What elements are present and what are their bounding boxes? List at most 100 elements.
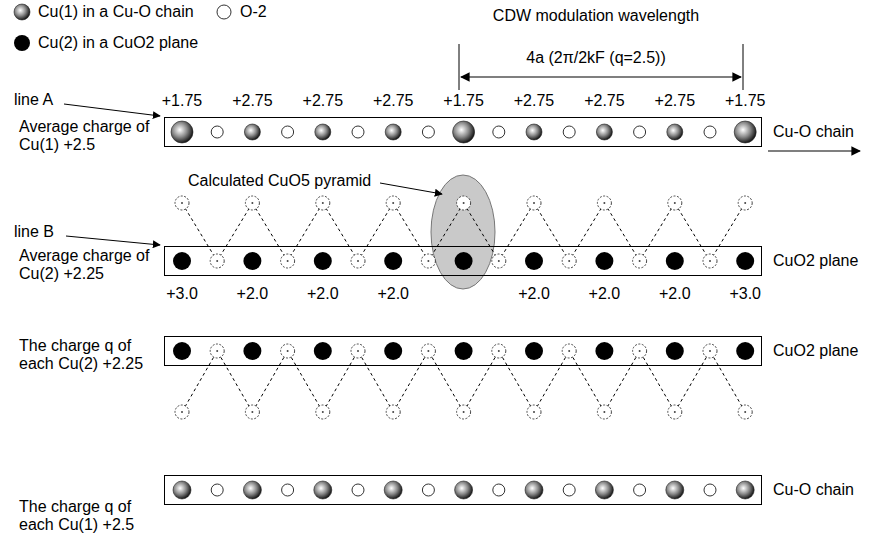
plane-copper-atom bbox=[595, 342, 613, 360]
oxygen-atom bbox=[527, 196, 541, 210]
plane-copper-atom bbox=[736, 342, 754, 360]
figure-heading: CDW modulation wavelength bbox=[493, 7, 699, 25]
pyramid-bond bbox=[569, 203, 604, 261]
chain-copper-atom bbox=[453, 121, 475, 143]
pyramid-bond bbox=[217, 203, 252, 261]
legend-symbol bbox=[217, 5, 231, 19]
charge-value: +2.75 bbox=[303, 92, 343, 110]
oxygen-dot bbox=[639, 260, 641, 262]
oxygen-atom bbox=[210, 344, 224, 358]
oxygen-atom bbox=[282, 126, 294, 138]
chain-copper-atom bbox=[385, 124, 401, 140]
chain-copper-atom bbox=[596, 124, 612, 140]
band-name: CuO2 plane bbox=[773, 342, 858, 360]
oxygen-dot bbox=[287, 260, 289, 262]
pyramid-bond bbox=[393, 351, 428, 412]
atoms bbox=[171, 121, 756, 499]
charge-note: The charge q of each Cu(1) +2.5 bbox=[19, 498, 159, 535]
wavelength-label: 4a (2π/2kF (q=2.5)) bbox=[526, 49, 666, 67]
wavelength-arrow bbox=[461, 76, 741, 77]
oxygen-dot bbox=[251, 411, 253, 413]
oxygen-atom bbox=[422, 126, 434, 138]
oxygen-atom bbox=[704, 484, 716, 496]
wavelength-tick bbox=[743, 44, 744, 90]
pyramid-bond bbox=[182, 203, 217, 261]
pyramid-bond bbox=[675, 351, 710, 412]
pyramid-bond bbox=[569, 351, 604, 412]
plane-copper-atom bbox=[384, 252, 402, 270]
charge-value: +2.75 bbox=[655, 92, 695, 110]
oxygen-atom bbox=[175, 405, 189, 419]
oxygen-atom bbox=[563, 126, 575, 138]
pyramid-bond bbox=[464, 203, 499, 261]
pyramid-highlight bbox=[431, 175, 495, 289]
line-label: line A bbox=[14, 91, 53, 109]
oxygen-dot bbox=[674, 411, 676, 413]
chain-copper-atom bbox=[525, 481, 543, 499]
pyramid-ellipse bbox=[431, 175, 495, 289]
charge-note: Average charge of Cu(2) +2.25 bbox=[19, 247, 159, 284]
pyramid-bond bbox=[640, 203, 675, 261]
pyramid-bond bbox=[252, 351, 287, 412]
chain-copper-atom bbox=[171, 121, 193, 143]
oxygen-dot bbox=[287, 350, 289, 352]
plane-copper-atom bbox=[666, 342, 684, 360]
pyramid-bond bbox=[710, 203, 745, 261]
plane-copper-atom bbox=[525, 342, 543, 360]
oxygen-atom bbox=[175, 196, 189, 210]
legend-entry: Cu(2) in a CuO2 plane bbox=[12, 33, 198, 53]
pyramid-bond bbox=[323, 351, 358, 412]
oxygen-atom bbox=[527, 405, 541, 419]
oxygen-dot bbox=[568, 260, 570, 262]
pyramid-bond bbox=[323, 203, 358, 261]
pyramid-bond bbox=[393, 203, 428, 261]
charge-value: +2.75 bbox=[584, 92, 624, 110]
oxygen-atom bbox=[386, 405, 400, 419]
oxygen-atom bbox=[704, 126, 716, 138]
oxygen-dot bbox=[392, 411, 394, 413]
oxygen-atom bbox=[634, 484, 646, 496]
oxygen-atom bbox=[668, 405, 682, 419]
charge-value: +2.0 bbox=[659, 285, 691, 303]
charge-note: Average charge of Cu(1) +2.5 bbox=[19, 118, 159, 155]
chain-copper-atom bbox=[173, 481, 191, 499]
oxygen-atom bbox=[316, 405, 330, 419]
legend-entry: Cu(1) in a Cu-O chain bbox=[12, 2, 194, 22]
oxygen-dot bbox=[322, 202, 324, 204]
charge-value: +1.75 bbox=[725, 92, 765, 110]
charge-value: +2.75 bbox=[373, 92, 413, 110]
pyramid-bond bbox=[604, 203, 639, 261]
plane-copper-atom bbox=[455, 342, 473, 360]
chain-copper-atom bbox=[667, 124, 683, 140]
band-name: Cu-O chain bbox=[773, 481, 854, 499]
oxygen-atom bbox=[281, 344, 295, 358]
oxygen-dot bbox=[181, 411, 183, 413]
oxygen-atom bbox=[352, 484, 364, 496]
oxygen-atom bbox=[492, 254, 506, 268]
legend-swatch bbox=[12, 2, 32, 22]
charge-value: +2.0 bbox=[589, 285, 621, 303]
plane-copper-atom bbox=[243, 342, 261, 360]
oxygen-dot bbox=[357, 260, 359, 262]
oxygen-atom bbox=[421, 344, 435, 358]
plane-copper-atom bbox=[384, 342, 402, 360]
chain-copper-atom bbox=[384, 481, 402, 499]
oxygen-dot bbox=[181, 202, 183, 204]
oxygen-dot bbox=[216, 260, 218, 262]
oxygen-atom bbox=[634, 126, 646, 138]
plane-copper-atom bbox=[314, 252, 332, 270]
oxygen-dot bbox=[463, 411, 465, 413]
oxygen-atom bbox=[352, 126, 364, 138]
oxygen-dot bbox=[533, 202, 535, 204]
band-name: Cu-O chain bbox=[773, 123, 854, 141]
pyramid-bond bbox=[428, 351, 463, 412]
pyramid-bond bbox=[640, 351, 675, 412]
pyramid-bond bbox=[182, 351, 217, 412]
charge-value: +1.75 bbox=[443, 92, 483, 110]
oxygen-atom bbox=[457, 196, 471, 210]
oxygen-atom bbox=[738, 405, 752, 419]
oxygen-dot bbox=[216, 350, 218, 352]
oxygen-atom bbox=[633, 254, 647, 268]
legend-text: O-2 bbox=[240, 3, 267, 21]
